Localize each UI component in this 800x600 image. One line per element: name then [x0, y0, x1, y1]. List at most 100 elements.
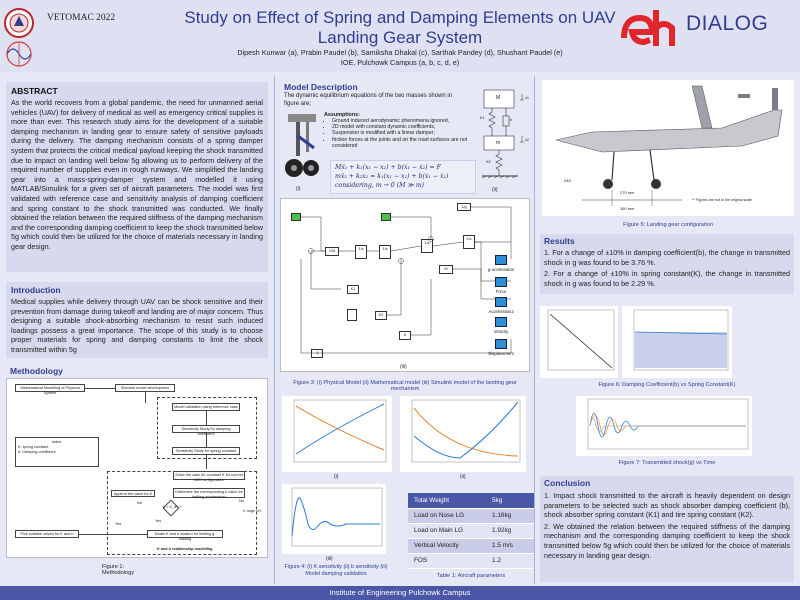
methodology-flowchart: Mathematical Modelling of Physical Syste…	[6, 378, 268, 558]
flow-arrow	[85, 388, 115, 389]
model-label-iii: (iii)	[400, 364, 407, 370]
sim-block-k1: K1	[347, 285, 359, 294]
flow-box-pick: Pick suitable values for K and b	[15, 530, 79, 538]
dimension-label: 270 mm	[620, 190, 635, 195]
model-label-i: (i)	[296, 186, 301, 192]
conclusion-heading: Conclusion	[544, 478, 591, 488]
table-cell: Load on Nose LG	[408, 508, 486, 524]
poster-header	[0, 0, 800, 72]
table-cell: 1.92kg	[486, 523, 534, 539]
scope-acceleration2	[495, 297, 507, 307]
model-description-text: The dynamic equilibrium equations of the…	[284, 93, 453, 107]
assumption-item: Ground induced aerodynamic phenomena ign…	[332, 118, 484, 124]
relationship-label: K and b relationship modelling	[157, 547, 213, 551]
decision-yes-label: Yes	[155, 519, 162, 523]
index-b: b: Damping coefficient	[18, 450, 56, 454]
introduction-text: Medical supplies while delivery through …	[11, 297, 263, 354]
vetomac-logo-icon	[4, 40, 34, 68]
table-row: Load on Nose LG 1.16kg	[408, 508, 534, 524]
author-list: Dipesh Kunwar (a), Prabin Paudel (b), Sa…	[237, 48, 563, 57]
table-cell: Vertical Velocity	[408, 538, 486, 554]
dimension-label: 160 mm	[620, 206, 635, 211]
sensitivity-group	[157, 397, 257, 459]
sponsor-name: DIALOG	[686, 12, 769, 35]
abstract-panel: ABSTRACT As the world recovers from a gl…	[6, 82, 268, 272]
table-cell: Total Weight	[408, 493, 486, 509]
scope-label: Force	[495, 289, 507, 294]
methodology-caption: Figure 1: Methodology	[102, 564, 135, 576]
table-cell: Load on Main LG	[408, 523, 486, 539]
sim-block-m: M	[439, 265, 453, 274]
table-cell: 1.2	[486, 553, 534, 569]
flow-box-determine: Determine the corresponding b value for …	[173, 488, 245, 499]
dimension-label: 245	[564, 178, 571, 183]
scope-displacement	[495, 339, 507, 349]
title-line-1: Study on Effect of Spring and Damping El…	[184, 8, 616, 27]
mass-label-M: M	[496, 95, 501, 101]
equations-box: Mẍ₁ + k₁(x₁ − x₂) + b(ẋ₁ − ẋ₂) = F mẍ₂ +…	[330, 160, 476, 194]
table-row: Load on Main LG 1.92kg	[408, 523, 534, 539]
flow-box-append: Append the value for K	[111, 490, 155, 497]
disp-label-x2: x2	[525, 138, 530, 142]
transmitted-shock-plot	[576, 396, 752, 456]
k-sensitivity-plot	[282, 396, 392, 472]
sens-label-iii: (iii)	[326, 556, 333, 562]
results-panel: Results 1. For a change of ±10% in dampi…	[540, 234, 794, 294]
table-cell: 1.5 m/s	[486, 538, 534, 554]
fig7-caption: Figure 7: Transmitted shock(g) vs Time	[618, 460, 716, 466]
simulink-model: 1/g 1/M 1/s 1/s 1/s 1/s M K1 K2 b -1 g-a…	[280, 198, 530, 372]
sim-block-integrator: 1/s	[355, 245, 367, 259]
author-block: Dipesh Kunwar (a), Prabin Paudel (b), Sa…	[150, 48, 650, 68]
sensitivity-caption: Figure 4: (i) K sensitivity (ii) b sensi…	[284, 564, 388, 577]
scope-g-acceleration	[495, 255, 507, 265]
b-sensitivity-plot	[400, 396, 526, 472]
table-row: Vertical Velocity 1.5 m/s	[408, 538, 534, 554]
equation-1: Mẍ₁ + k₁(x₁ − x₂) + b(ẋ₁ − ẋ₂) = F	[335, 164, 441, 171]
sim-block-b: b	[399, 331, 411, 340]
flow-arrow	[206, 433, 207, 447]
assumption-item: Suspension is modified with a linear dam…	[332, 130, 484, 136]
flow-arrow	[145, 392, 146, 403]
equation-3: considering, m → 0 (M ≫ m)	[335, 182, 425, 189]
equation-2: mẍ₂ + k₂x₂ = k₁(x₁ − x₂) + b(ẋ₁ − ẋ₂)	[335, 173, 449, 180]
results-heading: Results	[544, 236, 575, 246]
abstract-text: As the world recovers from a global pand…	[11, 98, 263, 251]
decision-label: G < G_lim ?	[162, 505, 182, 509]
model-label-ii: (ii)	[492, 187, 498, 193]
simulink-wires	[300, 206, 512, 354]
introduction-panel: Introduction Medical supplies while deli…	[6, 282, 268, 358]
index-k: K: spring constant	[18, 445, 49, 449]
abstract-heading: ABSTRACT	[11, 86, 58, 96]
sim-source-block	[381, 213, 391, 221]
affiliation: IOE, Pulchowk Campus (a, b, c, d, e)	[340, 58, 460, 67]
sponsor-logo-icon	[620, 6, 682, 54]
decision-yes2-label: Yes	[115, 522, 122, 526]
column-divider	[534, 76, 535, 584]
scope-label: g-acceleration	[487, 267, 515, 272]
conference-name: VETOMAC 2022	[47, 13, 116, 23]
methodology-heading: Methodology	[10, 366, 63, 376]
scope-label: Acceleration2	[488, 309, 514, 314]
flow-box-math-model: Mathematical Modelling of Physical Syste…	[15, 384, 85, 395]
spring-label-k2: K2	[486, 160, 491, 164]
conclusion-panel: Conclusion 1. Impact shock transmitted t…	[540, 476, 794, 582]
flow-arrow	[206, 455, 207, 469]
scale-note: ** Figures are not to the original scale	[692, 198, 752, 202]
model-description-heading: Model Description	[284, 82, 358, 92]
flow-box-model-relation: Model K and b relation for limiting g-lo…	[147, 530, 223, 541]
mass-label-m: m	[496, 140, 501, 146]
k-range-label: K: range of K	[243, 509, 262, 513]
damper-label-b: b	[510, 118, 513, 122]
fig6-caption: Figure 6: Damping Coefficient(b) vs Spri…	[598, 382, 736, 388]
results-item-1: 1. For a change of ±10% in damping coeff…	[544, 248, 790, 267]
column-divider	[274, 76, 275, 584]
scope-force	[495, 277, 507, 287]
sim-block-mux	[347, 309, 357, 321]
table-row: FOS 1.2	[408, 553, 534, 569]
relationship-group	[107, 471, 257, 555]
assumption-item: friction forces at the joints and on the…	[332, 137, 484, 149]
assumptions-block: Assumptions: Ground induced aerodynamic …	[324, 112, 484, 149]
table-cell: FOS	[408, 553, 486, 569]
sim-source-block	[291, 213, 301, 221]
aircraft-parameters-table: Total Weight 5kg Load on Nose LG 1.16kg …	[408, 493, 534, 569]
